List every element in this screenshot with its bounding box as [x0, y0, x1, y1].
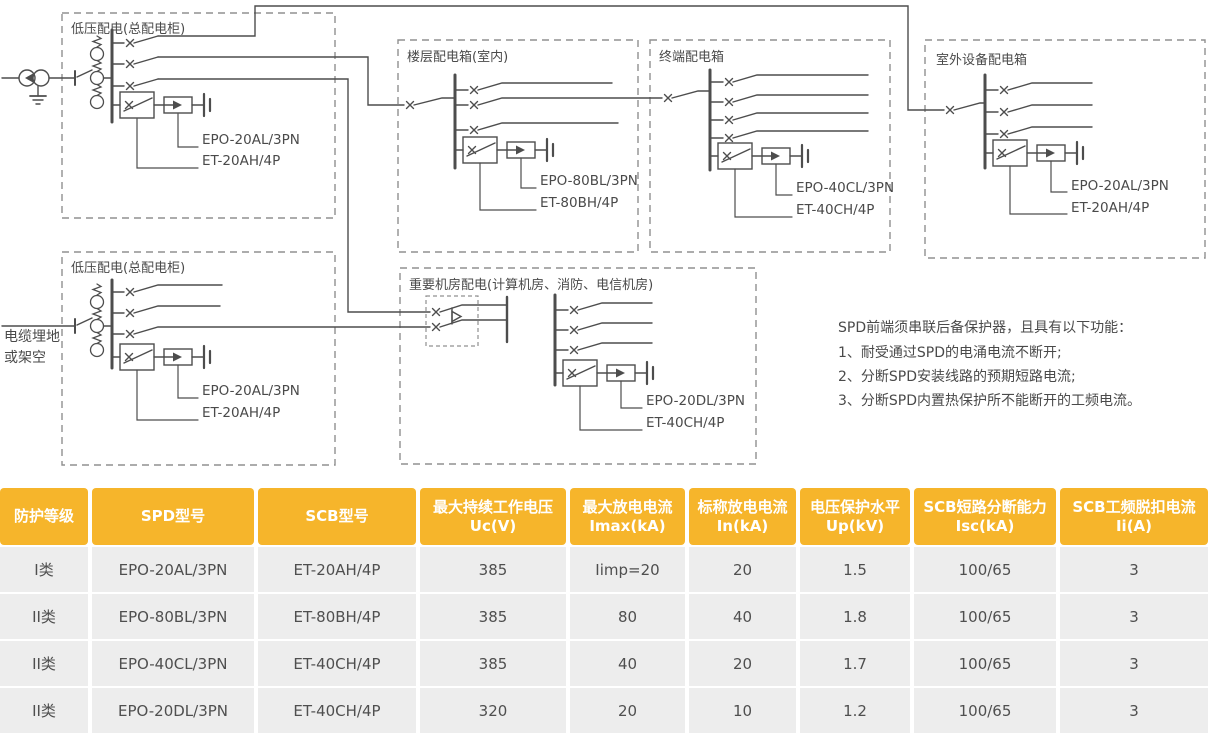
spd-model-label: EPO-20AL/3PN — [202, 383, 300, 399]
table-cell: II类 — [0, 641, 88, 686]
table-cell: 3 — [1060, 641, 1208, 686]
box-title-main-top: 低压配电(总配电柜) — [71, 22, 186, 37]
table-cell: 20 — [570, 688, 685, 733]
terminal-box-outline — [649, 39, 891, 253]
spd-unit — [555, 360, 653, 386]
table-cell: 3 — [1060, 594, 1208, 639]
table-cell: ET-80BH/4P — [258, 594, 416, 639]
table-cell: EPO-80BL/3PN — [92, 594, 254, 639]
table-cell: 40 — [570, 641, 685, 686]
transfer-switch-inner-outline — [425, 295, 479, 347]
table-cell: Iimp=20 — [570, 547, 685, 592]
table-cell: 40 — [689, 594, 796, 639]
box-title-server: 重要机房配电(计算机房、消防、电信机房) — [409, 278, 654, 293]
box-title-floor: 楼层配电箱(室内) — [407, 50, 509, 65]
table-cell: 80 — [570, 594, 685, 639]
main-top-box-outline — [61, 12, 336, 219]
scb-model-label: ET-20AH/4P — [202, 153, 281, 169]
floor-box-outline — [397, 39, 639, 253]
circuit-lines — [1, 5, 1093, 431]
distribution-box-outlines — [61, 12, 1206, 466]
scb-model-label: ET-40CH/4P — [646, 415, 725, 431]
table-cell: 1.7 — [800, 641, 910, 686]
table-cell: II类 — [0, 594, 88, 639]
box-title-outdoor: 室外设备配电箱 — [936, 53, 1028, 68]
table-cell: 20 — [689, 641, 796, 686]
table-cell: 320 — [420, 688, 566, 733]
spd-unit — [710, 143, 808, 169]
box-title-terminal: 终端配电箱 — [659, 50, 725, 65]
table-cell: ET-20AH/4P — [258, 547, 416, 592]
transformer-icon — [18, 69, 36, 87]
cable-incoming-label: 电缆埋地 或架空 — [4, 329, 60, 366]
table-cell: II类 — [0, 688, 88, 733]
table-cell: ET-40CH/4P — [258, 641, 416, 686]
scb-model-label: ET-20AH/4P — [1071, 200, 1150, 216]
table-cell: EPO-40CL/3PN — [92, 641, 254, 686]
spd-model-label: EPO-80BL/3PN — [540, 173, 638, 189]
table-cell: 1.2 — [800, 688, 910, 733]
scb-model-label: ET-40CH/4P — [796, 202, 875, 218]
col-header-uc: 最大持续工作电压 Uc(V) — [420, 488, 566, 545]
col-header-protection-level: 防护等级 — [0, 488, 88, 545]
outdoor-box-outline — [924, 39, 1206, 259]
spd-spec-table: 防护等级 SPD型号 SCB型号 最大持续工作电压 Uc(V) 最大放电电流 I… — [0, 488, 1210, 733]
table-cell: 3 — [1060, 547, 1208, 592]
table-cell: 100/65 — [914, 641, 1056, 686]
spd-note-title: SPD前端须串联后备保护器，且具有以下功能： — [838, 320, 1133, 336]
table-cell: ET-40CH/4P — [258, 688, 416, 733]
spd-note-item1: 1、耐受通过SPD的电涌电流不断开; — [838, 345, 1062, 361]
table-cell: 20 — [689, 547, 796, 592]
table-cell: EPO-20DL/3PN — [92, 688, 254, 733]
col-header-spd-model: SPD型号 — [92, 488, 254, 545]
scb-model-label: ET-20AH/4P — [202, 405, 281, 421]
table-cell: 100/65 — [914, 594, 1056, 639]
table-cell: 100/65 — [914, 547, 1056, 592]
spd-note-item2: 2、分断SPD安装线路的预期短路电流; — [838, 369, 1076, 385]
wiring-diagram — [1, 5, 1206, 466]
metering-chain-icon — [89, 35, 105, 110]
spd-unit — [112, 344, 210, 370]
scb-model-label: ET-80BH/4P — [540, 195, 619, 211]
col-header-scb-model: SCB型号 — [258, 488, 416, 545]
col-header-imax: 最大放电电流 Imax(kA) — [570, 488, 685, 545]
spd-note-item3: 3、分断SPD内置热保护所不能断开的工频电流。 — [838, 393, 1142, 409]
main-bottom-box-outline — [61, 251, 336, 466]
table-cell: I类 — [0, 547, 88, 592]
table-cell: EPO-20AL/3PN — [92, 547, 254, 592]
col-header-ii: SCB工频脱扣电流 Ii(A) — [1060, 488, 1208, 545]
spd-model-label: EPO-20DL/3PN — [646, 393, 746, 409]
table-cell: 385 — [420, 594, 566, 639]
table-cell: 385 — [420, 641, 566, 686]
box-title-main-bottom: 低压配电(总配电柜) — [71, 261, 186, 276]
table-cell: 1.8 — [800, 594, 910, 639]
server-room-box-outline — [399, 267, 757, 465]
col-header-up: 电压保护水平 Up(kV) — [800, 488, 910, 545]
table-cell: 10 — [689, 688, 796, 733]
spd-model-label: EPO-20AL/3PN — [202, 132, 300, 148]
spd-unit — [985, 140, 1083, 166]
spd-model-label: EPO-20AL/3PN — [1071, 178, 1169, 194]
table-cell: 1.5 — [800, 547, 910, 592]
spd-model-label: EPO-40CL/3PN — [796, 180, 895, 196]
table-cell: 385 — [420, 547, 566, 592]
metering-chain-icon — [89, 283, 105, 358]
spd-unit — [112, 92, 210, 118]
table-cell: 100/65 — [914, 688, 1056, 733]
spd-unit — [455, 137, 553, 163]
col-header-isc: SCB短路分断能力 Isc(kA) — [914, 488, 1056, 545]
col-header-in: 标称放电电流 In(kA) — [689, 488, 796, 545]
table-cell: 3 — [1060, 688, 1208, 733]
